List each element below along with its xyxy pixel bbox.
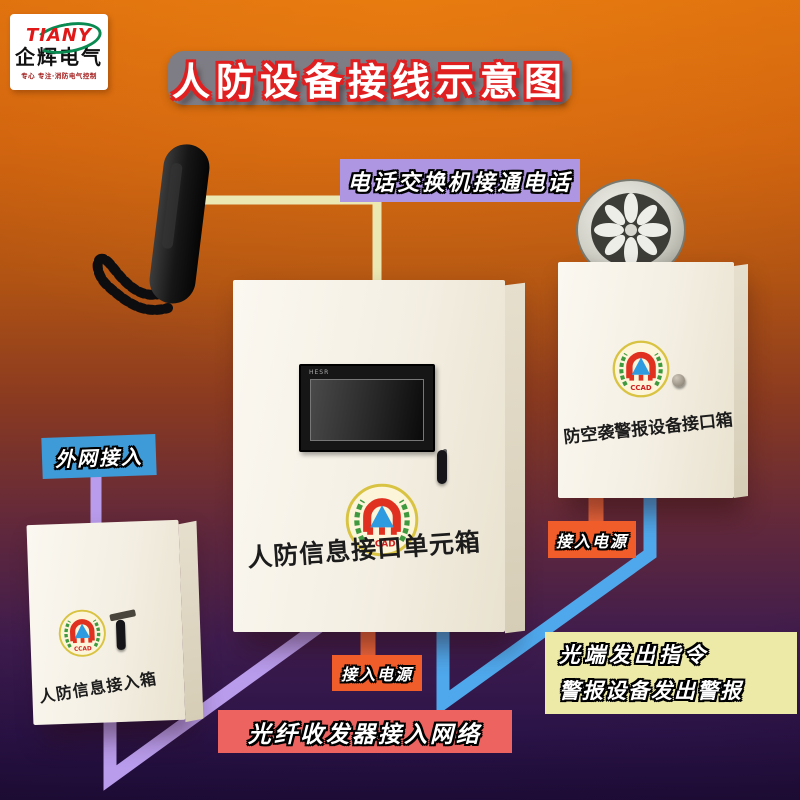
callout-power-alarm: 接入电源 — [548, 521, 636, 558]
callout-command: 光端发出指令 警报设备发出警报 — [545, 632, 797, 714]
emblem-text: CCAD — [630, 384, 652, 392]
screen-brand-text: HESR — [309, 369, 330, 376]
access-box-key — [115, 619, 126, 651]
screen-glass — [310, 379, 424, 441]
brand-logo: TIANY 企辉电气 专心 专注·消防电气控制 — [10, 14, 108, 90]
emblem-text: CCAD — [368, 540, 395, 550]
ccad-emblem: CCAD — [58, 609, 106, 657]
callout-command-line2: 警报设备发出警报 — [559, 679, 743, 703]
callout-command-line1: 光端发出指令 — [559, 643, 709, 667]
main-box-front — [233, 280, 505, 632]
callout-fiber: 光纤收发器接入网络 — [218, 710, 512, 753]
callout-power-alarm-text: 接入电源 — [555, 531, 628, 551]
alarm-box: CCAD 防空袭警报设备接口箱 — [558, 262, 750, 504]
callout-extranet: 外网接入 — [41, 434, 157, 479]
access-box: CCAD 人防信息接入箱 — [26, 519, 209, 729]
telephone-handset — [92, 144, 210, 315]
alarm-box-side — [734, 264, 748, 498]
callout-power-main: 接入电源 — [332, 655, 422, 691]
main-box-side — [505, 282, 525, 634]
callout-phone-switch: 电话交换机接通电话 — [340, 159, 580, 202]
title-banner: 人防设备接线示意图 — [168, 51, 572, 105]
callout-extranet-text: 外网接入 — [54, 444, 144, 472]
main-box-keys — [437, 450, 447, 484]
ccad-emblem: CCAD — [612, 340, 670, 398]
logo-company-text: 企辉电气 — [15, 45, 103, 69]
emblem-text: CCAD — [74, 646, 92, 653]
alarm-box-knob — [672, 374, 685, 387]
page-title: 人防设备接线示意图 — [171, 59, 568, 104]
wire-fiber-purple — [103, 614, 332, 791]
main-box-screen: HESR — [299, 364, 435, 452]
callout-fiber-text: 光纤收发器接入网络 — [248, 721, 482, 748]
callout-phone-switch-text: 电话交换机接通电话 — [347, 170, 573, 196]
callout-power-main-text: 接入电源 — [340, 665, 413, 684]
main-box: HESR CCAD 人防信息接口单元箱 — [233, 280, 527, 638]
logo-tagline-text: 专心 专注·消防电气控制 — [21, 72, 97, 80]
logo-brand-row: TIANY — [25, 17, 105, 59]
ccad-emblem: CCAD — [345, 483, 419, 557]
wire-alarm-blue — [436, 488, 657, 716]
phone-cord — [92, 253, 175, 315]
logo-brand-text: TIANY — [25, 24, 92, 46]
